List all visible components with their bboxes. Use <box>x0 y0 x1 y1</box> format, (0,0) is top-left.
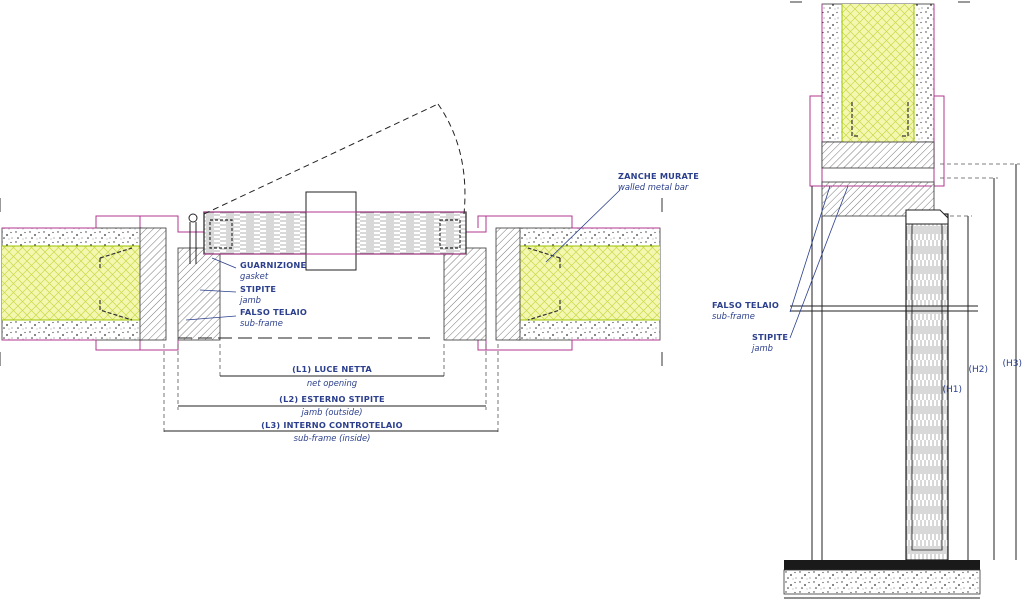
dim-h2-label: (H2) <box>968 365 988 375</box>
right-sub-frame <box>495 227 521 341</box>
left-wall <box>0 198 143 366</box>
door-leaf <box>203 191 467 271</box>
label-gasket-sub: gasket <box>240 271 269 281</box>
dim-l3-label: (L3) INTERNO CONTROTELAIO <box>261 420 403 430</box>
label-walled-bar-sub: walled metal bar <box>618 182 689 192</box>
label-gasket: GUARNIZIONE <box>240 260 306 270</box>
dim-l3-sub: sub-frame (inside) <box>294 433 371 443</box>
hinge-icon <box>188 213 198 223</box>
section-door-leaf <box>905 213 949 561</box>
dim-h1-label: (H1) <box>942 385 962 395</box>
left-jamb <box>177 247 221 341</box>
dim-l1-label: (L1) LUCE NETTA <box>292 364 372 374</box>
dim-l2-label: (L2) ESTERNO STIPITE <box>279 394 385 404</box>
section-label-subframe-sub: sub-frame <box>712 311 755 321</box>
plan-view: GUARNIZIONE gasket STIPITE jamb FALSO TE… <box>0 103 699 443</box>
label-subframe-sub: sub-frame <box>240 318 283 328</box>
left-sub-frame <box>139 227 167 341</box>
section-floor-slab <box>783 569 981 595</box>
dim-h3-label: (H3) <box>1002 359 1022 369</box>
section-label-jamb-sub: jamb <box>751 343 773 353</box>
label-walled-bar: ZANCHE MURATE <box>618 171 699 181</box>
section-label-subframe: FALSO TELAIO <box>712 300 779 310</box>
right-wall <box>517 198 663 366</box>
section-floor-finish <box>784 560 980 570</box>
section-sub-frame-head <box>821 141 935 169</box>
label-subframe: FALSO TELAIO <box>240 307 307 317</box>
section-view: FALSO TELAIO sub-frame STIPITE jamb (H1)… <box>712 1 1022 599</box>
dim-l2-sub: jamb (outside) <box>300 407 362 417</box>
label-jamb-sub: jamb <box>239 295 261 305</box>
dim-l1-sub: net opening <box>307 378 357 388</box>
right-jamb <box>443 247 487 341</box>
label-jamb: STIPITE <box>240 284 276 294</box>
section-label-jamb: STIPITE <box>752 332 788 342</box>
